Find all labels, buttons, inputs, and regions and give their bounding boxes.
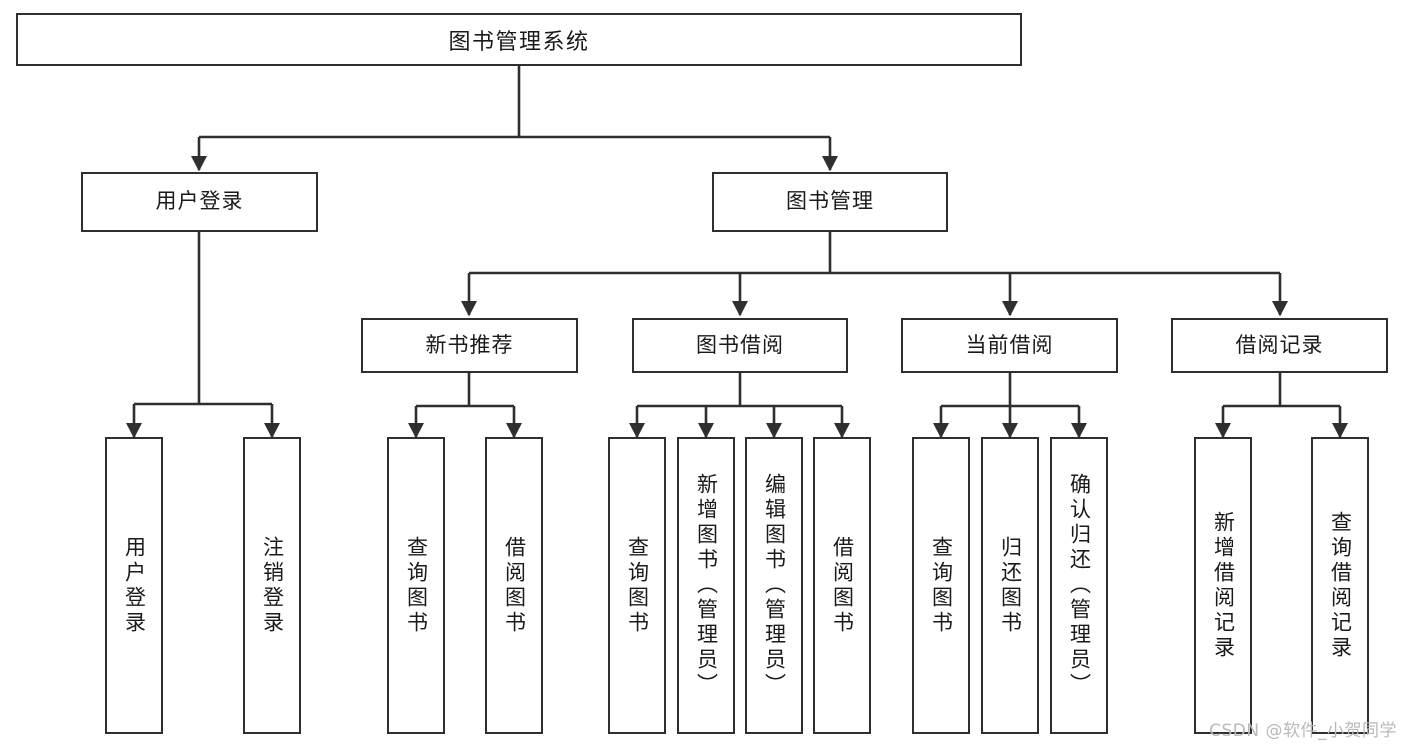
leaf-add-borrow-record[interactable]: 新增借阅记录 (1194, 437, 1252, 734)
node-label: 确认归还（管理员） (1067, 473, 1092, 698)
node-label: 归还图书 (998, 535, 1023, 636)
node-label: 新增借阅记录 (1211, 510, 1236, 661)
node-label: 图书借阅 (696, 332, 784, 357)
leaf-query-borrow-record[interactable]: 查询借阅记录 (1311, 437, 1369, 734)
node-label: 用户登录 (122, 535, 147, 636)
node-label: 查询借阅记录 (1328, 510, 1353, 661)
leaf-borrow-book[interactable]: 借阅图书 (813, 437, 871, 734)
leaf-confirm-return-admin[interactable]: 确认归还（管理员） (1050, 437, 1108, 734)
node-label: 当前借阅 (965, 332, 1054, 357)
node-book-manage[interactable]: 图书管理 (712, 172, 948, 232)
leaf-query-book-recommend[interactable]: 查询图书 (387, 437, 445, 734)
node-current-borrow[interactable]: 当前借阅 (901, 318, 1118, 373)
leaf-logout-login[interactable]: 注销登录 (243, 437, 301, 734)
leaf-return-book[interactable]: 归还图书 (981, 437, 1039, 734)
node-borrow-record[interactable]: 借阅记录 (1171, 318, 1388, 373)
node-label: 注销登录 (260, 535, 285, 636)
leaf-borrow-book-recommend[interactable]: 借阅图书 (485, 437, 543, 734)
node-label: 新增图书（管理员） (694, 473, 719, 698)
leaf-query-book-borrow[interactable]: 查询图书 (608, 437, 666, 734)
node-label: 编辑图书（管理员） (762, 473, 787, 698)
node-book-borrow[interactable]: 图书借阅 (632, 318, 848, 373)
node-label: 查询图书 (929, 535, 954, 636)
node-label: 借阅图书 (830, 535, 855, 636)
leaf-edit-book-admin[interactable]: 编辑图书（管理员） (745, 437, 803, 734)
node-user-login[interactable]: 用户登录 (81, 172, 318, 232)
leaf-query-book-current[interactable]: 查询图书 (912, 437, 970, 734)
leaf-add-book-admin[interactable]: 新增图书（管理员） (677, 437, 735, 734)
node-label: 借阅记录 (1235, 332, 1324, 357)
leaf-user-login[interactable]: 用户登录 (105, 437, 163, 734)
node-label: 借阅图书 (502, 535, 527, 636)
node-label: 图书管理系统 (448, 29, 590, 55)
node-label: 用户登录 (155, 189, 244, 214)
node-root-system[interactable]: 图书管理系统 (16, 13, 1022, 66)
node-label: 新书推荐 (425, 332, 514, 357)
node-label: 查询图书 (404, 535, 429, 636)
node-label: 图书管理 (786, 189, 874, 214)
watermark-text: CSDN @软件_小贺同学 (1209, 721, 1397, 741)
node-new-book-recommend[interactable]: 新书推荐 (361, 318, 578, 373)
node-label: 查询图书 (625, 535, 650, 636)
